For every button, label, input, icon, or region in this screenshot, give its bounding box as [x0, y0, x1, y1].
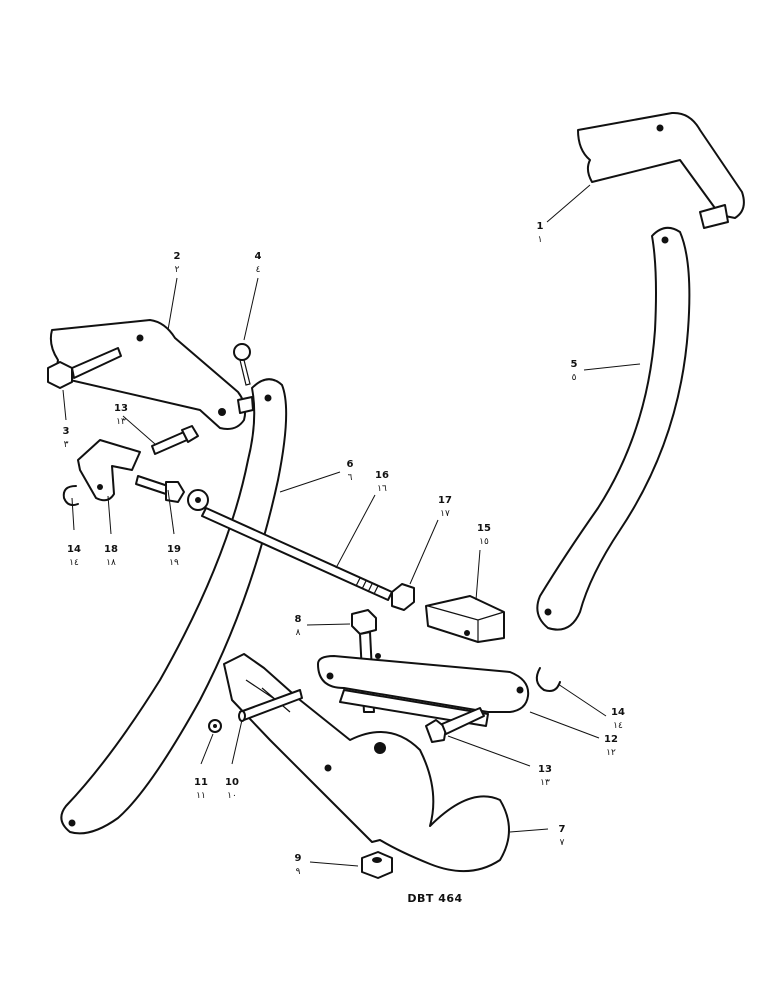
part-17-nut: [391, 583, 415, 611]
part-2-lift-arm: [49, 319, 254, 430]
callout-17-arabic: ١٧: [440, 509, 450, 519]
callout-17-number: 17: [438, 495, 452, 506]
part-14-circlip-lower: [535, 667, 561, 692]
callout-9-number: 9: [295, 853, 302, 864]
part-18-bracket: [77, 439, 141, 502]
callout-8-arabic: ٨: [296, 628, 301, 638]
callout-3-arabic: ٣: [64, 440, 69, 450]
callout-14-lower-number: 14: [611, 707, 625, 718]
part-14-circlip-upper: [62, 485, 79, 507]
callout-19-arabic: ١٩: [169, 558, 179, 568]
callout-3-number: 3: [63, 426, 70, 437]
callout-1-number: 1: [537, 221, 544, 232]
callout-4-number: 4: [255, 251, 262, 262]
callout-12-number: 12: [604, 734, 618, 745]
callout-18-arabic: ١٨: [106, 558, 116, 568]
leader-lines: [62, 184, 641, 867]
callout-13-upper-arabic: ١٣: [116, 417, 126, 427]
part-11-washer: [208, 719, 222, 733]
callout-9-arabic: ٩: [296, 867, 301, 877]
callout-18-number: 18: [104, 544, 118, 555]
callout-5-number: 5: [571, 359, 578, 370]
part-3-bolt: [47, 347, 122, 389]
part-6-curved-link: [60, 378, 288, 835]
callout-19-number: 19: [167, 544, 181, 555]
callout-2-arabic: ٢: [175, 265, 180, 275]
callout-10-number: 10: [225, 777, 239, 788]
callout-5-arabic: ٥: [572, 373, 577, 383]
callout-6-arabic: ٦: [348, 473, 353, 483]
callout-8-number: 8: [295, 614, 302, 625]
callout-10-arabic: ١٠: [227, 791, 237, 801]
callout-14-lower-arabic: ١٤: [613, 721, 623, 731]
part-1-lift-arm: [577, 111, 745, 229]
part-12-clevis-link: [317, 653, 530, 727]
callout-14-upper-number: 14: [67, 544, 81, 555]
callout-16-number: 16: [375, 470, 389, 481]
part-5-curved-link: [536, 226, 691, 631]
callout-4-arabic: ٤: [256, 265, 261, 275]
callout-15-arabic: ١٥: [479, 537, 489, 547]
callout-13-upper-number: 13: [114, 403, 128, 414]
callout-7-arabic: ٧: [560, 838, 565, 848]
callout-16-arabic: ١٦: [377, 484, 387, 494]
callout-15-number: 15: [477, 523, 491, 534]
part-13-bolt-lower: [425, 707, 485, 743]
callout-11-number: 11: [194, 777, 208, 788]
part-4-linch-pin: [233, 343, 251, 386]
part-13-bolt-upper: [151, 425, 199, 455]
part-15-block: [425, 595, 505, 643]
callout-11-arabic: ١١: [196, 791, 206, 801]
callout-13-lower-number: 13: [538, 764, 552, 775]
part-7-hook: [223, 653, 510, 873]
callout-12-arabic: ١٢: [606, 748, 616, 758]
callout-13-lower-arabic: ١٣: [540, 778, 550, 788]
callout-labels: 1 ١ 2 ٢ 3 ٣ 4 ٤ 5 ٥ 6 ٦ 7 ٧ 8 ٨ 9 ٩ 10 ١…: [63, 221, 625, 877]
callout-14-upper-arabic: ١٤: [69, 558, 79, 568]
callout-6-number: 6: [347, 459, 354, 470]
callout-7-number: 7: [559, 824, 566, 835]
drawing-reference-caption: DBT 464: [407, 892, 462, 905]
part-16-threaded-rod: [187, 489, 393, 601]
callout-1-arabic: ١: [538, 235, 543, 245]
part-10-pin: [238, 689, 303, 722]
part-19-bolt: [135, 475, 185, 503]
part-9-nut: [361, 851, 393, 879]
callout-2-number: 2: [174, 251, 181, 262]
